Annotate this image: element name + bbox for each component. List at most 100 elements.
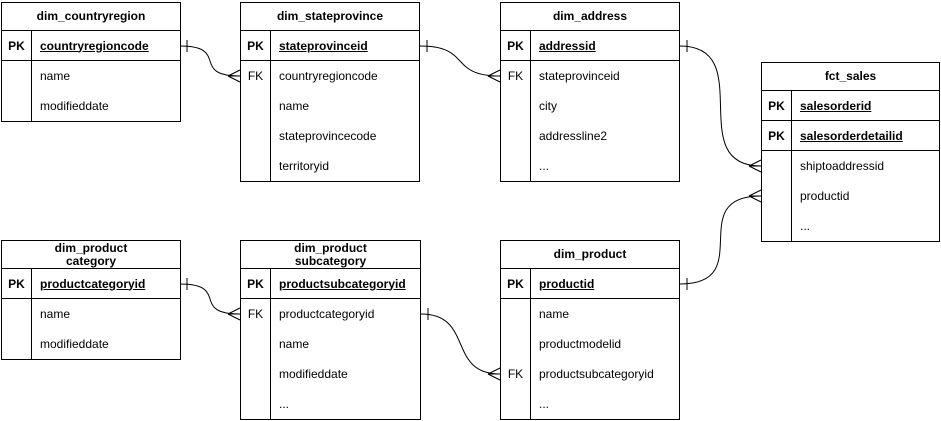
- table-row[interactable]: modifieddate: [241, 359, 420, 389]
- key-label: [501, 121, 531, 151]
- key-label: FK: [501, 359, 531, 389]
- table-row[interactable]: name: [2, 299, 180, 329]
- table-row[interactable]: productmodelid: [501, 329, 679, 359]
- table-row[interactable]: shiptoaddressid: [762, 151, 939, 181]
- table-dim-productcategory[interactable]: dim_product category PK productcategoryi…: [1, 240, 181, 360]
- field-name: productid: [539, 276, 595, 291]
- key-label: [762, 151, 792, 181]
- table-row[interactable]: productid: [762, 181, 939, 211]
- table-row[interactable]: PK productcategoryid: [2, 269, 180, 299]
- field-name: name: [539, 307, 570, 321]
- key-label: [501, 329, 531, 359]
- table-row[interactable]: PK countryregioncode: [2, 31, 180, 61]
- key-label: PK: [762, 91, 792, 120]
- table-row[interactable]: FK stateprovinceid: [501, 61, 679, 91]
- field-name: ...: [539, 159, 550, 173]
- key-label: PK: [2, 31, 32, 60]
- table-title-text: dim_product: [54, 240, 128, 255]
- table-title: dim_product subcategory: [241, 241, 420, 269]
- table-row[interactable]: PK productsubcategoryid: [241, 269, 420, 299]
- table-dim-stateprovince[interactable]: dim_stateprovince PK stateprovinceid FK …: [240, 2, 420, 182]
- connector-product-fctsales[interactable]: [679, 189, 762, 290]
- key-label: PK: [241, 31, 271, 60]
- key-label: [241, 151, 271, 181]
- table-row[interactable]: stateprovincecode: [241, 121, 419, 151]
- table-title-text: dim_address: [552, 9, 628, 23]
- key-label: [501, 151, 531, 181]
- table-row[interactable]: ...: [241, 389, 420, 419]
- crow-foot-icon: [487, 69, 501, 83]
- table-dim-countryregion[interactable]: dim_countryregion PK countryregioncode n…: [1, 2, 181, 122]
- key-label: [501, 91, 531, 121]
- field-name: productcategoryid: [40, 276, 146, 291]
- field-name: modifieddate: [40, 337, 109, 351]
- connector-countryregion-stateprovince[interactable]: [179, 40, 241, 83]
- table-row[interactable]: name: [241, 91, 419, 121]
- table-row[interactable]: PK salesorderdetailid: [762, 121, 939, 151]
- connector-category-subcategory[interactable]: [179, 278, 241, 321]
- table-row[interactable]: name: [2, 61, 180, 91]
- field-name: stateprovinceid: [279, 38, 368, 53]
- field-name: name: [279, 99, 310, 113]
- table-dim-product[interactable]: dim_product PK productid name productmod…: [500, 240, 680, 420]
- field-name: addressline2: [539, 129, 608, 143]
- table-title: dim_stateprovince: [241, 3, 419, 31]
- key-label: [2, 61, 32, 91]
- field-name: productmodelid: [539, 337, 622, 351]
- table-row[interactable]: name: [501, 299, 679, 329]
- key-label: [762, 211, 792, 241]
- key-label: FK: [241, 299, 271, 329]
- field-name: countryregioncode: [279, 69, 378, 83]
- table-title: dim_countryregion: [2, 3, 180, 31]
- crow-foot-icon: [748, 189, 762, 203]
- crow-foot-icon: [748, 159, 762, 173]
- key-label: PK: [762, 121, 792, 150]
- table-row[interactable]: ...: [762, 211, 939, 241]
- table-row[interactable]: FK productsubcategoryid: [501, 359, 679, 389]
- table-row[interactable]: PK productid: [501, 269, 679, 299]
- field-name: productcategoryid: [279, 307, 375, 321]
- table-row[interactable]: city: [501, 91, 679, 121]
- field-name: territoryid: [279, 159, 330, 173]
- key-label: [2, 91, 32, 121]
- key-label: PK: [241, 269, 271, 298]
- connector-subcategory-product[interactable]: [420, 308, 501, 381]
- table-row[interactable]: addressline2: [501, 121, 679, 151]
- table-row[interactable]: modifieddate: [2, 329, 180, 359]
- table-row[interactable]: PK salesorderid: [762, 91, 939, 121]
- connector-address-fctsales[interactable]: [679, 40, 762, 173]
- field-name: ...: [800, 219, 811, 233]
- field-name: shiptoaddressid: [800, 159, 885, 173]
- key-label: PK: [2, 269, 32, 298]
- edge-curve: [679, 195, 762, 285]
- table-dim-productsubcategory[interactable]: dim_product subcategory PK productsubcat…: [240, 240, 421, 420]
- table-dim-address[interactable]: dim_address PK addressid FK stateprovinc…: [500, 2, 680, 182]
- table-row[interactable]: name: [241, 329, 420, 359]
- field-name: name: [40, 69, 71, 83]
- field-name: productid: [800, 189, 850, 203]
- key-label: [241, 121, 271, 151]
- table-row[interactable]: PK addressid: [501, 31, 679, 61]
- table-fct-sales[interactable]: fct_sales PK salesorderid PK salesorderd…: [761, 62, 940, 242]
- table-row[interactable]: ...: [501, 389, 679, 419]
- key-label: [501, 299, 531, 329]
- table-row[interactable]: territoryid: [241, 151, 419, 181]
- table-row[interactable]: ...: [501, 151, 679, 181]
- table-row[interactable]: FK productcategoryid: [241, 299, 420, 329]
- field-name: productsubcategoryid: [279, 276, 406, 291]
- edge-curve: [419, 45, 501, 77]
- table-title-text: subcategory: [294, 253, 367, 268]
- table-row[interactable]: modifieddate: [2, 91, 180, 121]
- key-label: [501, 389, 531, 419]
- table-row[interactable]: FK countryregioncode: [241, 61, 419, 91]
- table-title: fct_sales: [762, 63, 939, 91]
- field-name: stateprovincecode: [279, 129, 377, 143]
- table-title-text: dim_countryregion: [36, 9, 146, 23]
- field-name: modifieddate: [279, 367, 348, 381]
- table-title-text: dim_stateprovince: [276, 9, 384, 23]
- connector-stateprovince-address[interactable]: [419, 40, 501, 83]
- table-row[interactable]: PK stateprovinceid: [241, 31, 419, 61]
- field-name: modifieddate: [40, 99, 109, 113]
